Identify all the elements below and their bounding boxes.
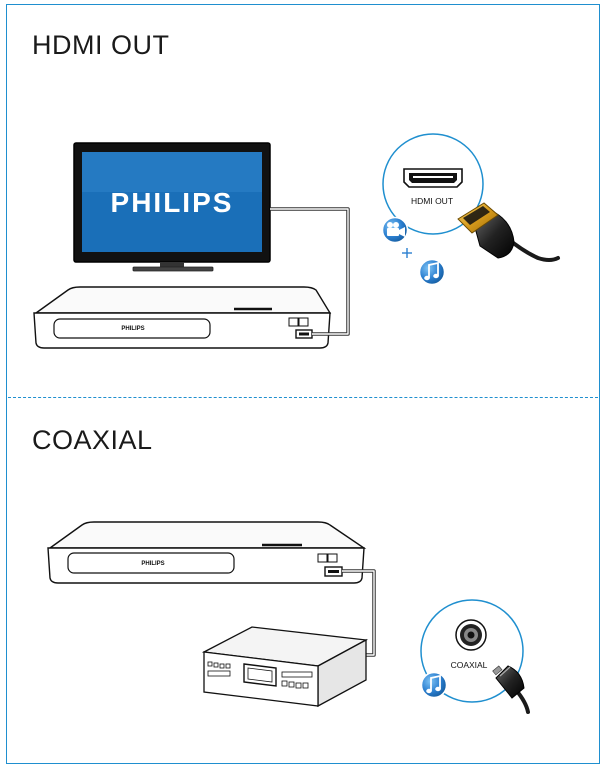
hdmi-plug-icon <box>457 202 560 262</box>
player-brand-logo: PHILIPS <box>141 561 164 567</box>
section-divider <box>8 397 598 398</box>
page-frame <box>6 4 600 764</box>
coaxial-port-icon <box>455 619 487 651</box>
blu-ray-player-icon: PHILIPS <box>33 286 332 349</box>
music-note-icon <box>418 258 446 286</box>
rca-plug-icon <box>492 665 530 714</box>
player-brand-logo: PHILIPS <box>121 326 144 332</box>
music-note-icon <box>420 671 448 699</box>
plus-icon <box>402 248 412 258</box>
hdmi-cable <box>270 207 350 336</box>
hdmi-section-title: HDMI OUT <box>32 30 170 60</box>
blu-ray-player-icon: PHILIPS <box>47 521 367 584</box>
coaxial-section-title: COAXIAL <box>32 425 153 455</box>
hdmi-port-label: HDMI OUT <box>411 196 453 206</box>
hdmi-port-callout: HDMI OUT <box>382 133 560 262</box>
coaxial-port-label: COAXIAL <box>451 660 488 670</box>
hdmi-port-icon <box>403 168 463 188</box>
tv-icon: PHILIPS <box>73 142 271 272</box>
av-receiver-icon <box>201 626 369 708</box>
video-camera-icon <box>381 216 409 244</box>
tv-brand-logo: PHILIPS <box>111 187 234 218</box>
coaxial-port-callout: COAXIAL <box>420 599 530 714</box>
